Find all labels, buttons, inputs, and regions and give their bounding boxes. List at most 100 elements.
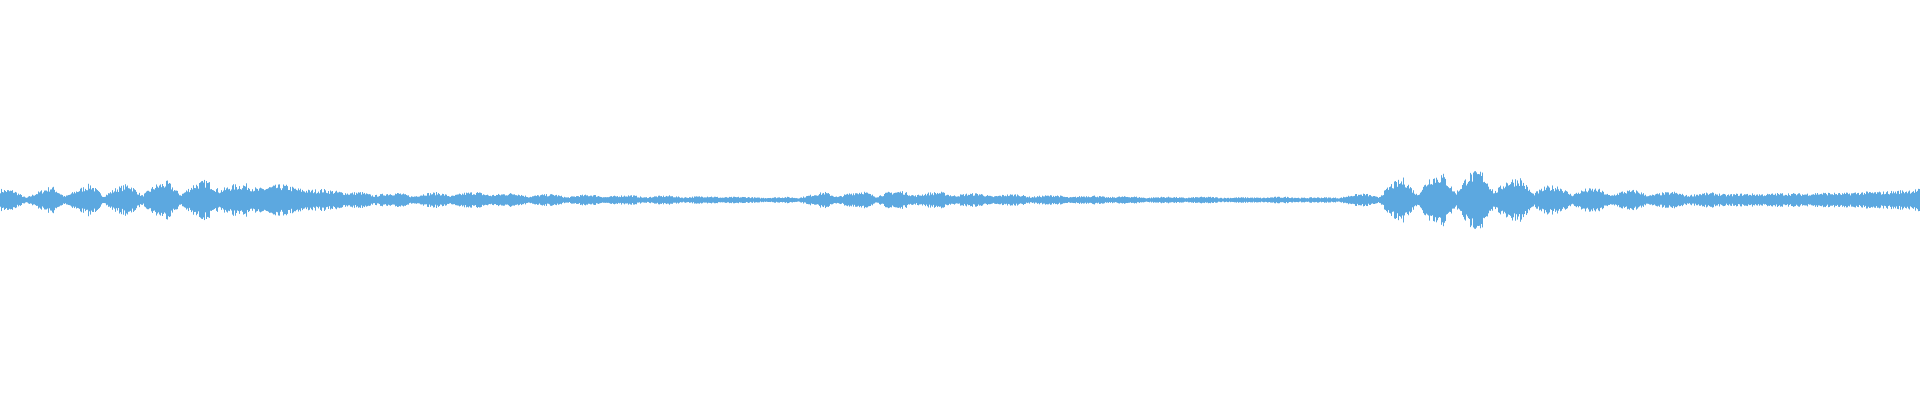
waveform-sample	[323, 192, 324, 208]
waveform-sample	[842, 197, 843, 203]
waveform-sample	[379, 195, 380, 205]
waveform-sample	[208, 182, 209, 218]
waveform-sample	[374, 196, 375, 204]
waveform-sample	[735, 197, 736, 203]
waveform-sample	[280, 188, 281, 212]
waveform-sample	[705, 197, 706, 203]
waveform-sample	[878, 197, 879, 203]
waveform-sample	[1807, 193, 1808, 207]
waveform-sample	[1326, 197, 1327, 203]
waveform-sample	[17, 195, 18, 205]
waveform-sample	[771, 198, 772, 202]
waveform-sample	[1503, 186, 1504, 214]
waveform-sample	[153, 189, 154, 211]
waveform-sample	[268, 188, 269, 212]
waveform-sample	[1870, 192, 1871, 208]
waveform-sample	[461, 195, 462, 205]
waveform-sample	[192, 189, 193, 211]
waveform-sample	[589, 196, 590, 204]
waveform-sample	[1003, 195, 1004, 205]
waveform-sample	[665, 196, 666, 204]
waveform-sample	[1313, 197, 1314, 203]
waveform-sample	[528, 197, 529, 203]
waveform-sample	[419, 196, 420, 204]
waveform-sample	[68, 195, 69, 205]
waveform-sample	[1276, 197, 1277, 203]
waveform-sample	[1140, 197, 1141, 203]
waveform-sample	[1124, 196, 1125, 204]
waveform-sample	[996, 196, 997, 204]
waveform-sample	[508, 194, 509, 206]
waveform-sample	[1198, 197, 1199, 203]
waveform-sample	[864, 191, 865, 209]
waveform-sample	[1800, 194, 1801, 206]
waveform-sample	[1634, 192, 1635, 208]
waveform-sample	[779, 197, 780, 203]
waveform-sample	[1268, 197, 1269, 203]
waveform-sample	[748, 197, 749, 203]
waveform-sample	[59, 193, 60, 207]
waveform-sample	[683, 198, 684, 202]
waveform-sample	[1220, 197, 1221, 203]
waveform-sample	[388, 195, 389, 205]
waveform-sample	[428, 192, 429, 208]
waveform-sample	[877, 197, 878, 203]
waveform-sample	[449, 196, 450, 204]
waveform-sample	[1502, 189, 1503, 211]
waveform-sample	[1535, 192, 1536, 208]
waveform-sample	[979, 194, 980, 206]
waveform-sample	[1186, 198, 1187, 202]
waveform-sample	[557, 196, 558, 204]
waveform-sample	[1115, 197, 1116, 203]
waveform-sample	[1118, 196, 1119, 204]
waveform-sample	[1905, 192, 1906, 208]
waveform-sample	[1243, 197, 1244, 203]
waveform-sample	[1073, 196, 1074, 204]
waveform-sample	[365, 194, 366, 206]
waveform-sample	[962, 194, 963, 206]
waveform-sample	[1727, 195, 1728, 205]
waveform-sample	[1228, 197, 1229, 203]
waveform-sample	[839, 196, 840, 204]
waveform-sample	[908, 195, 909, 205]
waveform-sample	[122, 191, 123, 209]
waveform-sample	[481, 193, 482, 207]
waveform-sample	[1109, 197, 1110, 203]
waveform-sample	[403, 193, 404, 207]
waveform-sample	[1017, 194, 1018, 206]
waveform-sample	[1218, 198, 1219, 202]
waveform-sample	[1227, 197, 1228, 203]
waveform-sample	[359, 192, 360, 208]
waveform-sample	[1505, 186, 1506, 214]
waveform-sample	[1571, 195, 1572, 205]
waveform-sample	[831, 195, 832, 205]
waveform-sample	[28, 196, 29, 204]
waveform-sample	[1258, 197, 1259, 203]
waveform-sample	[83, 187, 84, 213]
waveform-sample	[1440, 182, 1441, 218]
waveform-sample	[1641, 192, 1642, 208]
waveform-sample	[1623, 193, 1624, 207]
waveform-sample	[1406, 187, 1407, 213]
waveform-sample	[610, 196, 611, 204]
waveform-sample	[249, 188, 250, 212]
waveform-sample	[1818, 194, 1819, 206]
waveform-sample	[1869, 191, 1870, 209]
waveform-sample	[718, 197, 719, 203]
waveform-sample	[1417, 195, 1418, 205]
waveform-sample	[1551, 190, 1552, 210]
waveform-sample	[1810, 195, 1811, 205]
waveform-sample	[1578, 192, 1579, 208]
waveform-sample	[975, 193, 976, 207]
waveform-sample	[1472, 181, 1473, 219]
waveform-sample	[425, 195, 426, 205]
waveform-sample	[1544, 186, 1545, 214]
waveform-sample	[78, 191, 79, 209]
waveform-sample	[929, 195, 930, 205]
waveform-sample	[50, 189, 51, 211]
waveform-sample	[957, 196, 958, 204]
waveform-sample	[782, 197, 783, 203]
waveform-sample	[180, 195, 181, 205]
